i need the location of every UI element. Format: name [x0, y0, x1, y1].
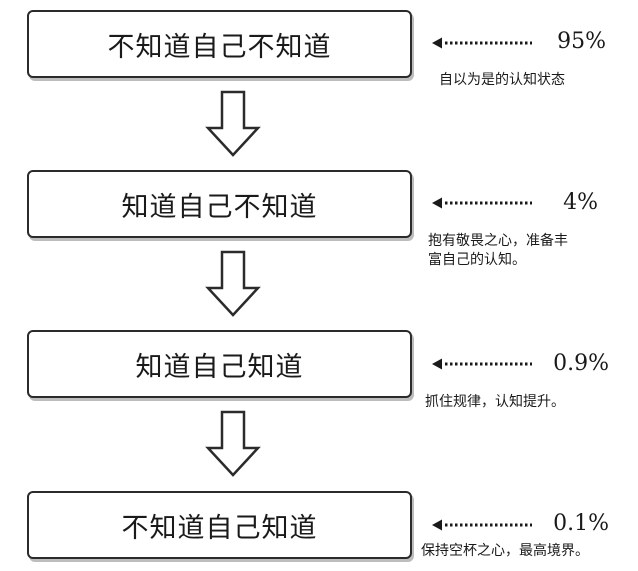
- stage-label-2: 知道自己不知道: [121, 191, 318, 223]
- left-arrow-pointer-3: [432, 358, 532, 370]
- percent-2: 4%: [563, 190, 598, 215]
- note-3: 抓住规律，认知提升。: [425, 393, 565, 412]
- stage-box-2: 知道自己不知道: [27, 170, 412, 238]
- note-4: 保持空杯之心，最高境界。: [421, 542, 589, 561]
- stage-box-4: 不知道自己知道: [27, 491, 412, 559]
- down-arrow-3: [205, 410, 261, 477]
- percent-1: 95%: [557, 29, 606, 54]
- stage-box-3: 知道自己知道: [27, 330, 412, 398]
- down-arrow-1: [205, 90, 261, 157]
- down-arrow-2: [205, 250, 261, 317]
- percent-4: 0.1%: [553, 511, 609, 536]
- note-2: 抱有敬畏之心，准备丰 富自己的认知。: [428, 232, 568, 270]
- left-arrow-pointer-4: [432, 519, 532, 531]
- note-1-line-1: 自以为是的认知状态: [439, 72, 565, 88]
- left-arrow-pointer-1: [432, 37, 532, 49]
- percent-3: 0.9%: [553, 351, 609, 376]
- note-2-line-2: 富自己的认知。: [428, 252, 526, 268]
- note-4-line-1: 保持空杯之心，最高境界。: [421, 543, 589, 559]
- note-1: 自以为是的认知状态: [439, 71, 565, 90]
- stage-box-1: 不知道自己不知道: [27, 10, 412, 78]
- stage-label-4: 不知道自己知道: [121, 512, 318, 544]
- note-2-line-1: 抱有敬畏之心，准备丰: [428, 233, 568, 249]
- stage-label-1: 不知道自己不知道: [107, 31, 332, 63]
- note-3-line-1: 抓住规律，认知提升。: [425, 394, 565, 410]
- stage-label-3: 知道自己知道: [135, 351, 304, 383]
- left-arrow-pointer-2: [432, 197, 532, 209]
